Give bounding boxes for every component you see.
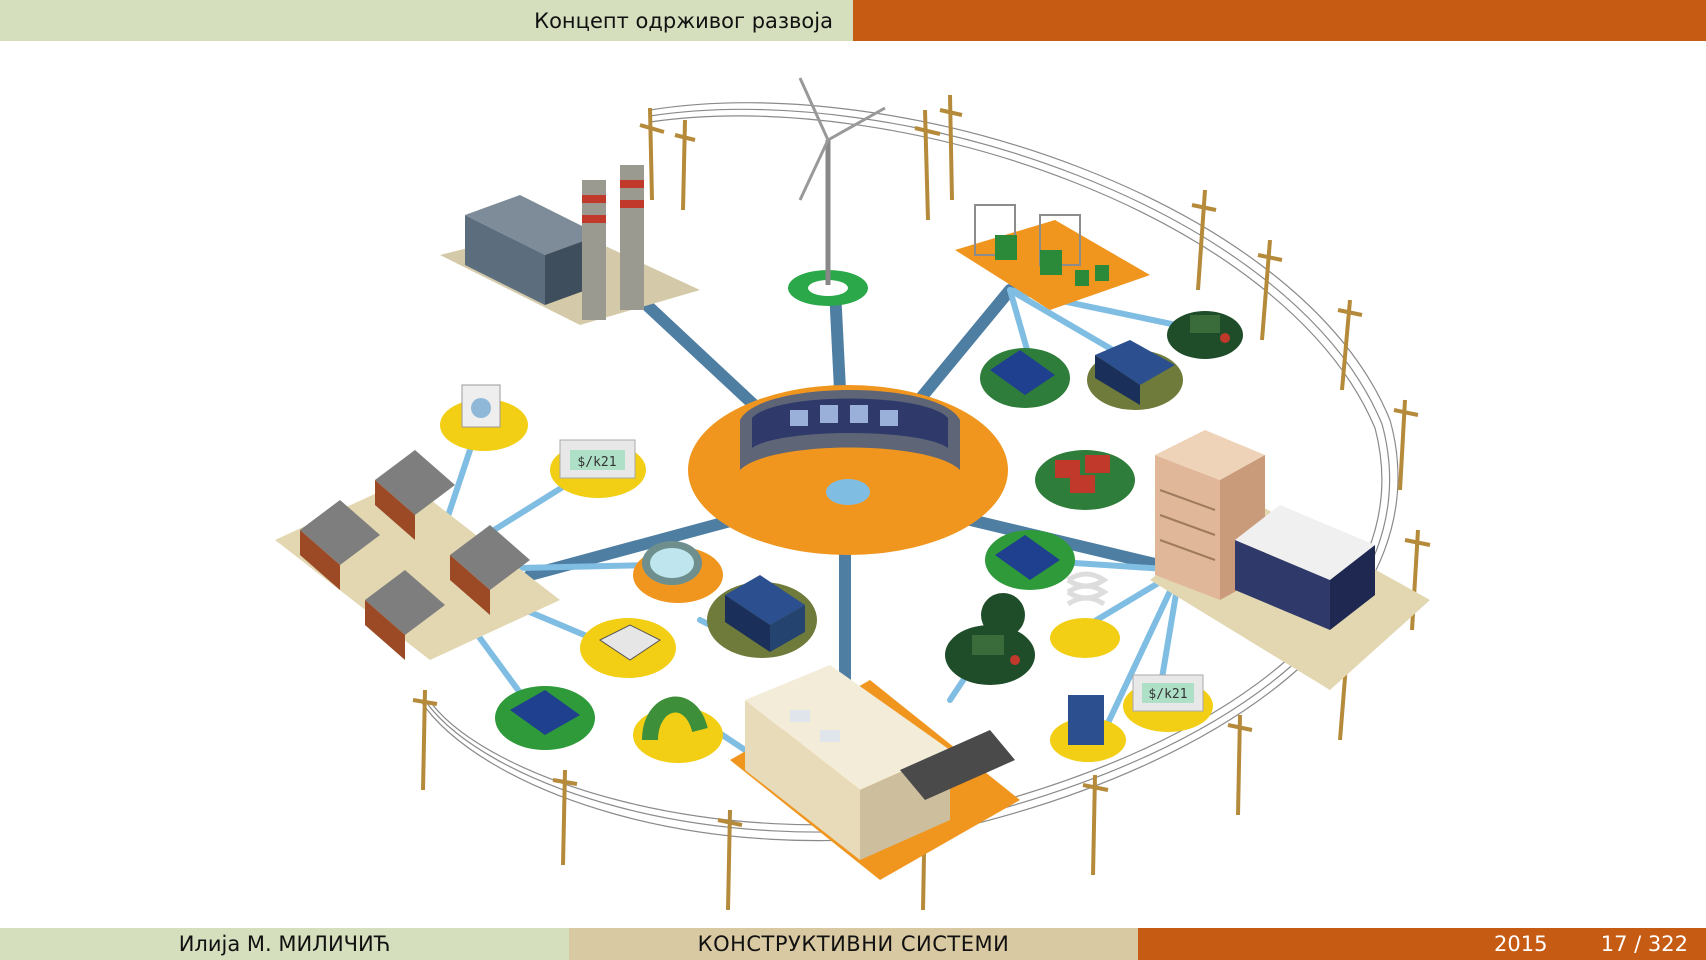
wind-turbine (788, 77, 886, 306)
electric-car-node (580, 618, 676, 678)
page-number: 17 / 322 (1600, 932, 1688, 956)
smart-meter-node-left: $/k21 (550, 439, 646, 498)
generator-node-right (945, 593, 1035, 685)
header-accent-bar (853, 0, 1706, 41)
battery-node-center (707, 575, 817, 658)
commercial-buildings (1150, 430, 1430, 690)
slide-footer: Илија М. МИЛИЧИЋ КОНСТРУКТИВНИ СИСТЕМИ 2… (0, 928, 1706, 960)
footer-author: Илија М. МИЛИЧИЋ (178, 932, 391, 956)
fuel-cell-node (1035, 450, 1135, 510)
battery-node-top (1087, 340, 1183, 410)
power-plant (440, 165, 700, 325)
slide-title: Концепт одрживог развоја (534, 8, 833, 33)
biogas-node (633, 696, 723, 763)
meter-reading-left: $/k21 (577, 455, 616, 470)
washing-machine-node (440, 384, 528, 451)
solar-panel-node-right (985, 530, 1075, 590)
footer-course-cell: КОНСТРУКТИВНИ СИСТЕМИ (569, 928, 1138, 960)
solar-panel-node-left (495, 686, 595, 750)
solar-panel-node-top (980, 348, 1070, 408)
generator-node-top (1167, 311, 1243, 359)
smart-meter-node-right: $/k21 (1123, 674, 1213, 732)
control-center (688, 385, 1008, 555)
footer-year: 2015 (1494, 932, 1548, 956)
factory (730, 665, 1020, 880)
substation (955, 204, 1150, 310)
footer-course: КОНСТРУКТИВНИ СИСТЕМИ (697, 932, 1010, 956)
cfl-bulb-node (1050, 571, 1120, 658)
header-title-bar: Концепт одрживог развоја (0, 0, 853, 41)
footer-author-cell: Илија М. МИЛИЧИЋ (0, 928, 569, 960)
residential-houses (275, 450, 560, 660)
heat-pump-node (633, 541, 723, 603)
footer-info-cell: 2015 17 / 322 (1138, 928, 1706, 960)
meter-reading-right: $/k21 (1148, 687, 1187, 702)
slide-header: Концепт одрживог развоја (0, 0, 1706, 41)
control-cabinet-node (1050, 695, 1126, 762)
smart-grid-illustration: $/k21 (275, 77, 1431, 911)
